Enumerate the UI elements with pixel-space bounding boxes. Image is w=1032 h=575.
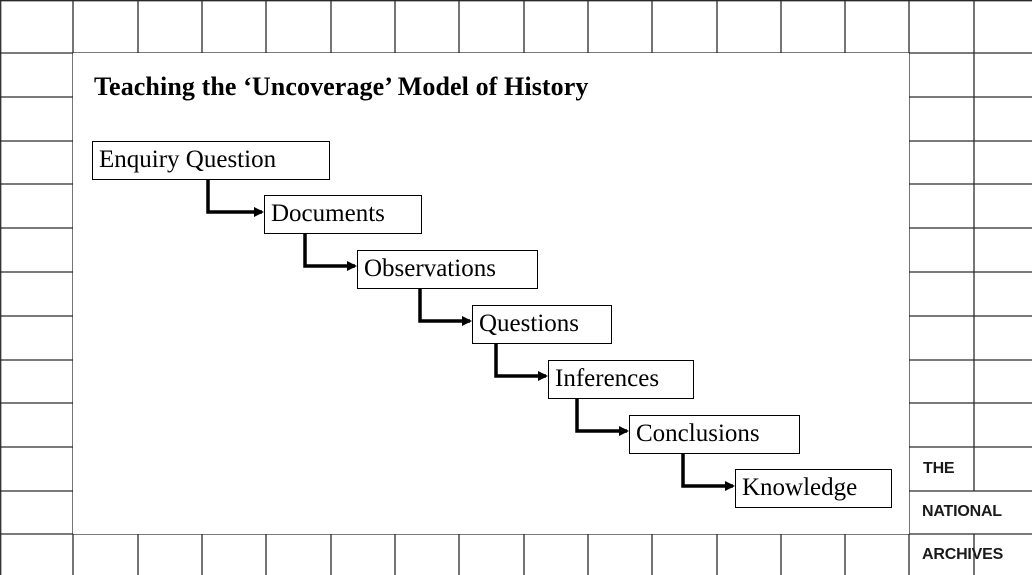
- logo-line-archives: ARCHIVES: [922, 546, 1004, 563]
- step-inferences: Inferences: [548, 360, 694, 399]
- logo-line-national: NATIONAL: [922, 503, 1002, 520]
- step-enquiry-question: Enquiry Question: [92, 141, 330, 180]
- step-knowledge: Knowledge: [735, 469, 892, 508]
- content-panel: [73, 53, 909, 534]
- step-observations: Observations: [357, 250, 538, 289]
- step-questions: Questions: [472, 305, 612, 344]
- step-conclusions: Conclusions: [629, 415, 800, 454]
- step-documents: Documents: [264, 195, 422, 234]
- diagram-title: Teaching the ‘Uncoverage’ Model of Histo…: [94, 72, 589, 101]
- logo-line-the: THE: [923, 460, 955, 477]
